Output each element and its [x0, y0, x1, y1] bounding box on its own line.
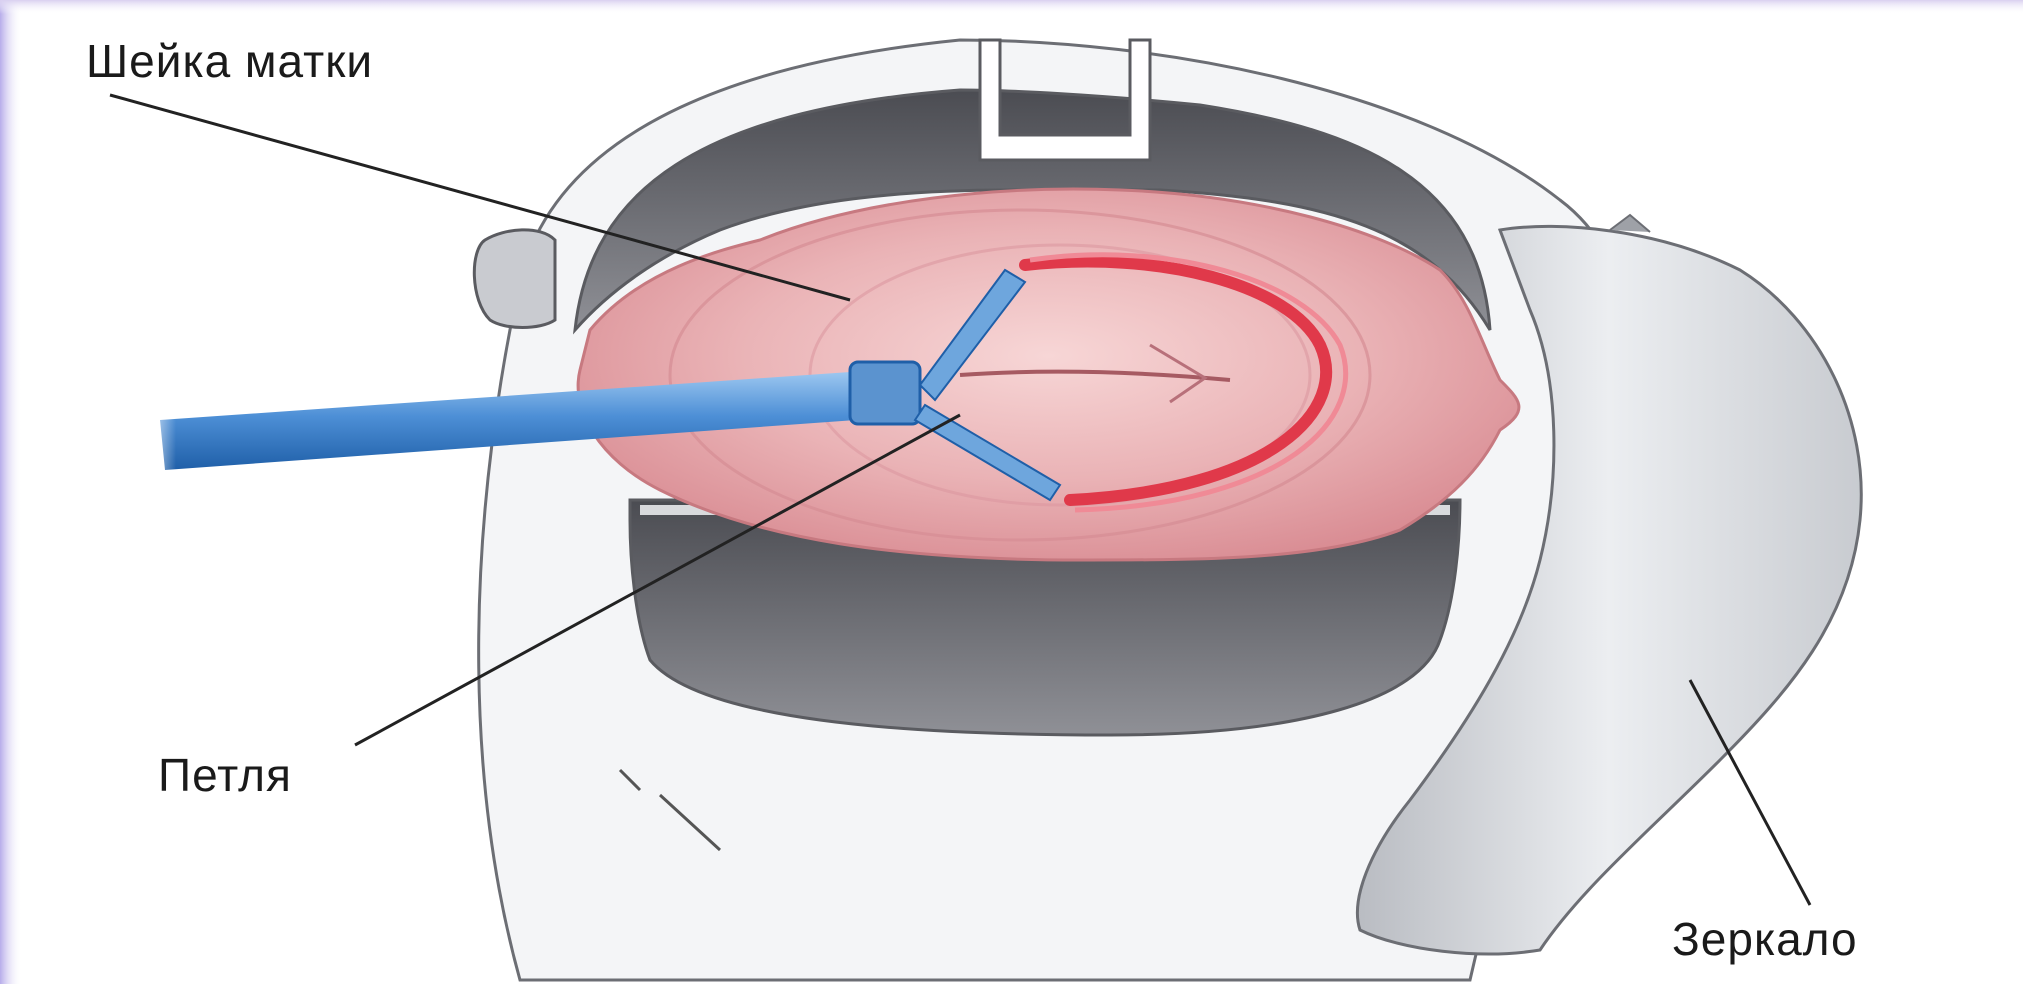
speculum-hinge [474, 230, 555, 328]
probe-collar [850, 362, 920, 424]
handle-screw [1610, 215, 1650, 232]
probe-fade [140, 400, 340, 490]
slide-left-border [0, 0, 22, 984]
slide-top-border [0, 0, 2023, 14]
label-loop: Петля [158, 752, 292, 798]
label-cervix: Шейка матки [86, 38, 373, 84]
label-mirror: Зеркало [1672, 916, 1858, 962]
